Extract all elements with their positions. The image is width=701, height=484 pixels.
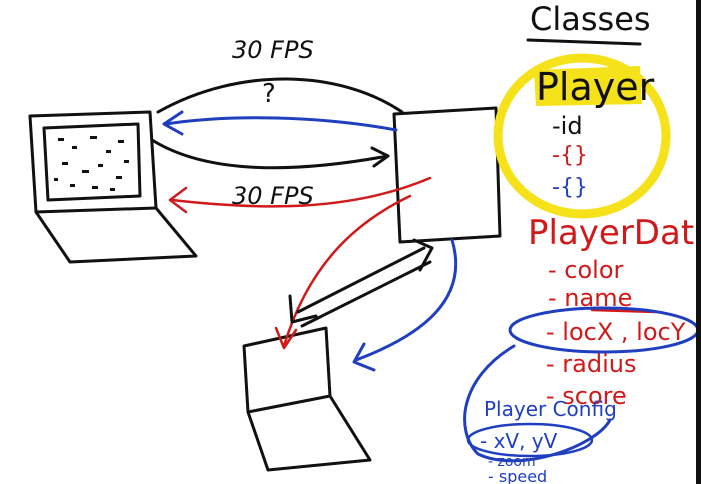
screen-noise — [54, 136, 129, 191]
arrow-client-to-server-black — [150, 138, 390, 170]
player-data-title: PlayerData — [528, 213, 701, 253]
player-field-obj2: -{} — [552, 175, 588, 200]
player-field-obj1: -{} — [552, 143, 588, 168]
client-laptop-left — [28, 110, 198, 264]
arc-server-to-client-black — [156, 77, 404, 114]
player-data-field-color: - color — [548, 256, 624, 284]
player-config-field-velocity: - xV, yV — [480, 429, 558, 453]
player-highlight-ring — [493, 53, 671, 219]
config-loop-blue — [463, 344, 612, 463]
player-data-field-loc: - locX , locY — [546, 318, 686, 346]
mid-fps-label: 30 FPS — [232, 182, 314, 210]
player-config-class: Player Config - xV, yV - zoom - speed — [463, 344, 617, 484]
right-edge-bar — [696, 0, 701, 484]
player-data-field-radius: - radius — [546, 350, 636, 378]
arrow-server-to-client-blue — [164, 116, 398, 132]
question-label: ? — [262, 79, 276, 109]
top-fps-label: 30 FPS — [232, 36, 314, 64]
arrow-server-to-bottom-blue — [354, 238, 458, 362]
player-config-field-zoom: - zoom — [488, 454, 536, 470]
xv-highlight-ring — [466, 422, 594, 458]
player-config-title: Player Config — [484, 397, 617, 421]
arrow-server-to-client-red — [170, 176, 432, 208]
player-class: Player -id -{} -{} — [493, 53, 671, 219]
server-box — [392, 106, 502, 244]
player-config-field-speed: - speed — [488, 467, 547, 484]
classes-heading: Classes — [530, 0, 651, 38]
player-data-field-score: - score — [546, 382, 627, 410]
player-field-id: -id — [552, 112, 583, 140]
arrow-server-to-bottom-red — [282, 194, 412, 348]
player-class-title: Player — [536, 65, 655, 109]
client-laptop-bottom — [242, 326, 372, 472]
arrow-bidirectional-black — [296, 246, 426, 314]
player-data-class: PlayerData - color - name - locX , locY … — [508, 213, 701, 410]
